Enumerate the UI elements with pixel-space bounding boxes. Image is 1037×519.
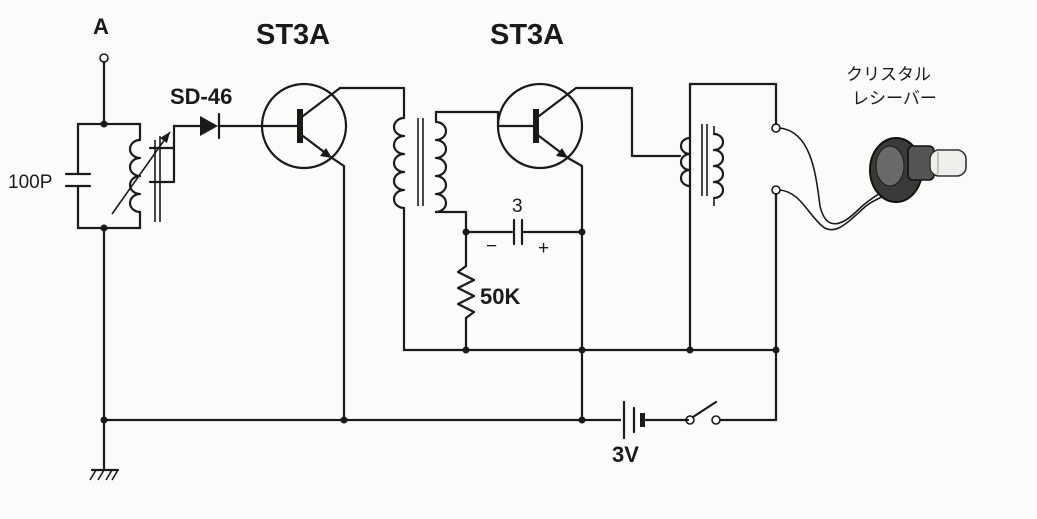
ground-icon: [89, 468, 120, 481]
cap-plus-label: +: [538, 238, 549, 259]
transistor2-label: ST3A: [490, 19, 564, 51]
interstage-transformer: [392, 116, 448, 352]
transistor-2: [496, 82, 584, 170]
antenna-terminal: [99, 53, 109, 126]
antenna-label: A: [93, 14, 109, 39]
resistor-label: 50K: [480, 284, 520, 309]
junction-dots: [100, 120, 780, 424]
receiver-label-line1: クリスタル: [846, 65, 931, 85]
transistor1-label: ST3A: [256, 19, 330, 51]
battery-3v: [622, 400, 690, 440]
transistor-1: [260, 82, 348, 170]
tuning-cap-label: 100P: [8, 172, 52, 193]
diode-sd46: [172, 112, 268, 150]
coupling-capacitor: [464, 218, 584, 246]
diode-label: SD-46: [170, 84, 232, 109]
power-switch: [685, 400, 778, 425]
cap-minus-label: −: [486, 236, 497, 257]
tuning-tank-circuit: [64, 122, 176, 230]
output-jack: [771, 123, 781, 422]
battery-label: 3V: [612, 442, 639, 467]
receiver-label-line2: レシーバー: [852, 89, 937, 109]
bias-resistor: [456, 230, 476, 352]
output-transformer: [679, 82, 778, 352]
crystal-earpiece-icon: [779, 127, 967, 231]
coupling-cap-label: 3: [512, 196, 523, 217]
